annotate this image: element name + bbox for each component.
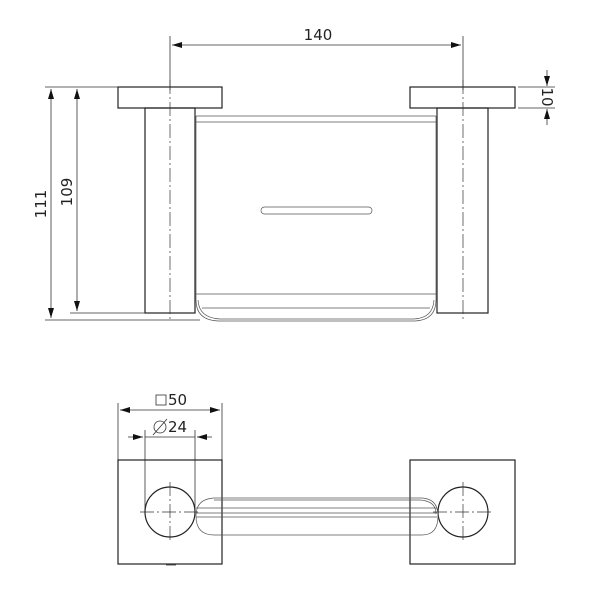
soap-basket — [195, 115, 437, 322]
left-square-flange — [117, 459, 223, 566]
front-view: 140 111 — [32, 26, 556, 322]
square-symbol-icon — [155, 394, 167, 406]
drain-slot — [260, 206, 373, 215]
right-square-flange — [409, 459, 516, 565]
right-wall-mount — [409, 86, 516, 314]
top-view: 50 24 — [117, 391, 516, 566]
dimension-width-140: 140 — [169, 26, 464, 90]
dimension-flange-10: 10 — [518, 70, 556, 125]
dim-label-24: 24 — [168, 418, 187, 436]
dim-label-140: 140 — [304, 26, 333, 44]
dim-label-111: 111 — [32, 190, 50, 219]
dim-label-50: 50 — [168, 391, 187, 409]
basket-top-outline — [195, 497, 439, 536]
dim-label-109: 109 — [58, 178, 76, 207]
dimension-height-109: 109 — [58, 89, 80, 311]
dimension-square-50: 50 — [117, 391, 223, 460]
dimension-height-111: 111 — [32, 89, 54, 318]
dimension-diameter-24: 24 — [128, 418, 212, 512]
dim-label-10: 10 — [538, 87, 556, 106]
diameter-symbol-icon — [152, 418, 168, 436]
